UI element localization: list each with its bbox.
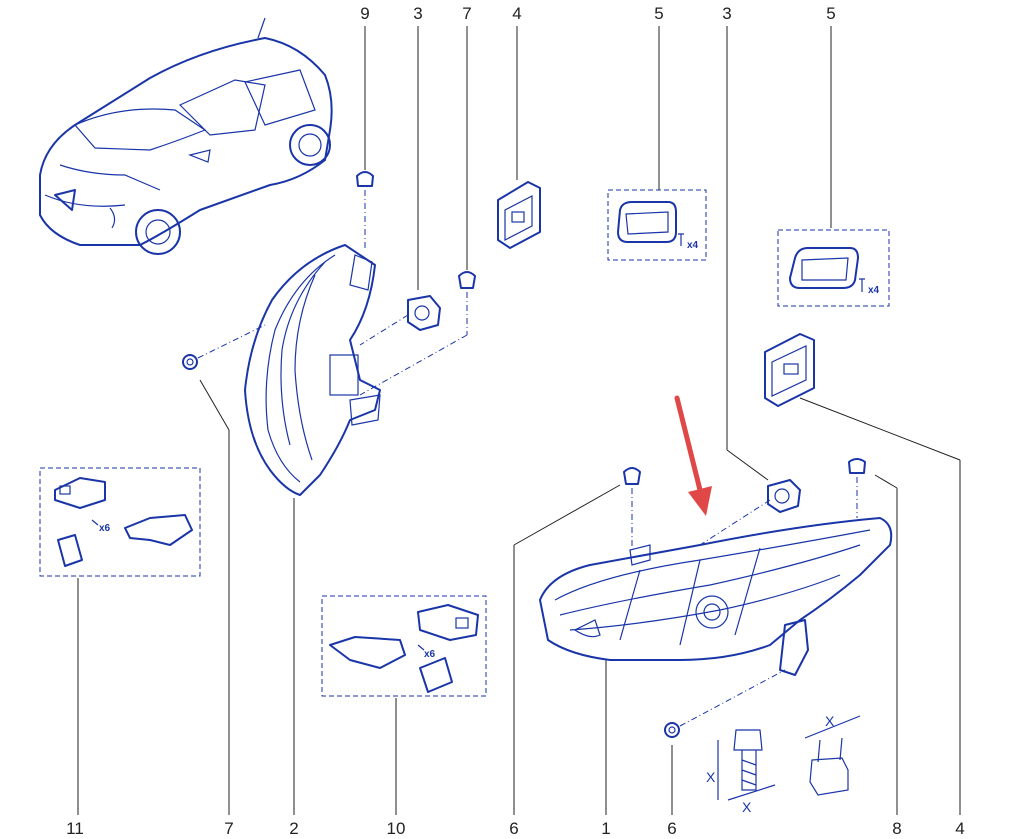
seal-kit-right: x4 bbox=[777, 229, 890, 307]
red-arrow-indicator bbox=[674, 395, 712, 516]
callout-1: 1 bbox=[601, 819, 610, 838]
qty-kit-11: x6 bbox=[99, 523, 111, 534]
dimension-detail: X X X bbox=[706, 713, 861, 815]
callout-6-bottom-right: 6 bbox=[667, 819, 676, 838]
callout-numbers: 9 3 7 4 5 3 5 11 7 2 10 6 1 6 8 4 bbox=[66, 4, 965, 838]
leader-lines bbox=[77, 26, 961, 815]
callout-11: 11 bbox=[66, 819, 84, 838]
callout-4-top: 4 bbox=[512, 4, 521, 23]
screw-left bbox=[182, 324, 266, 370]
dim-label-3: X bbox=[825, 713, 835, 729]
callout-4-bottom: 4 bbox=[955, 819, 964, 838]
callout-3-top-right: 3 bbox=[722, 4, 731, 23]
clip-8 bbox=[848, 458, 866, 518]
callout-2: 2 bbox=[289, 819, 298, 838]
clip-6-top bbox=[623, 467, 641, 550]
dim-label-2: X bbox=[742, 799, 752, 815]
callout-7-top: 7 bbox=[462, 4, 471, 23]
actuator-left bbox=[359, 295, 441, 346]
seal-kit-left: x4 bbox=[607, 189, 707, 261]
callout-6-bottom-left: 6 bbox=[509, 819, 518, 838]
headlamp-right bbox=[539, 517, 893, 676]
qty-seal-right: x4 bbox=[868, 285, 880, 296]
dim-label-1: X bbox=[706, 769, 716, 785]
qty-seal-left: x4 bbox=[687, 240, 699, 251]
bracket-kit-11: x6 bbox=[39, 467, 201, 577]
callout-3-top-left: 3 bbox=[413, 4, 422, 23]
clip-7-top bbox=[359, 271, 476, 396]
clip-9 bbox=[356, 171, 374, 250]
qty-kit-10: x6 bbox=[424, 649, 436, 660]
callout-5-right: 5 bbox=[826, 4, 835, 23]
screw-right bbox=[664, 669, 786, 738]
callout-5-left: 5 bbox=[654, 4, 663, 23]
callout-10: 10 bbox=[387, 819, 406, 838]
headlamp-left bbox=[244, 244, 381, 496]
callout-7-bottom: 7 bbox=[224, 819, 233, 838]
control-module-top bbox=[497, 181, 541, 249]
callout-9: 9 bbox=[360, 4, 369, 23]
car-illustration bbox=[39, 17, 333, 255]
bracket-kit-10: x6 bbox=[321, 595, 487, 697]
callout-8: 8 bbox=[892, 819, 901, 838]
actuator-right bbox=[699, 479, 801, 546]
control-module-right bbox=[764, 333, 815, 407]
